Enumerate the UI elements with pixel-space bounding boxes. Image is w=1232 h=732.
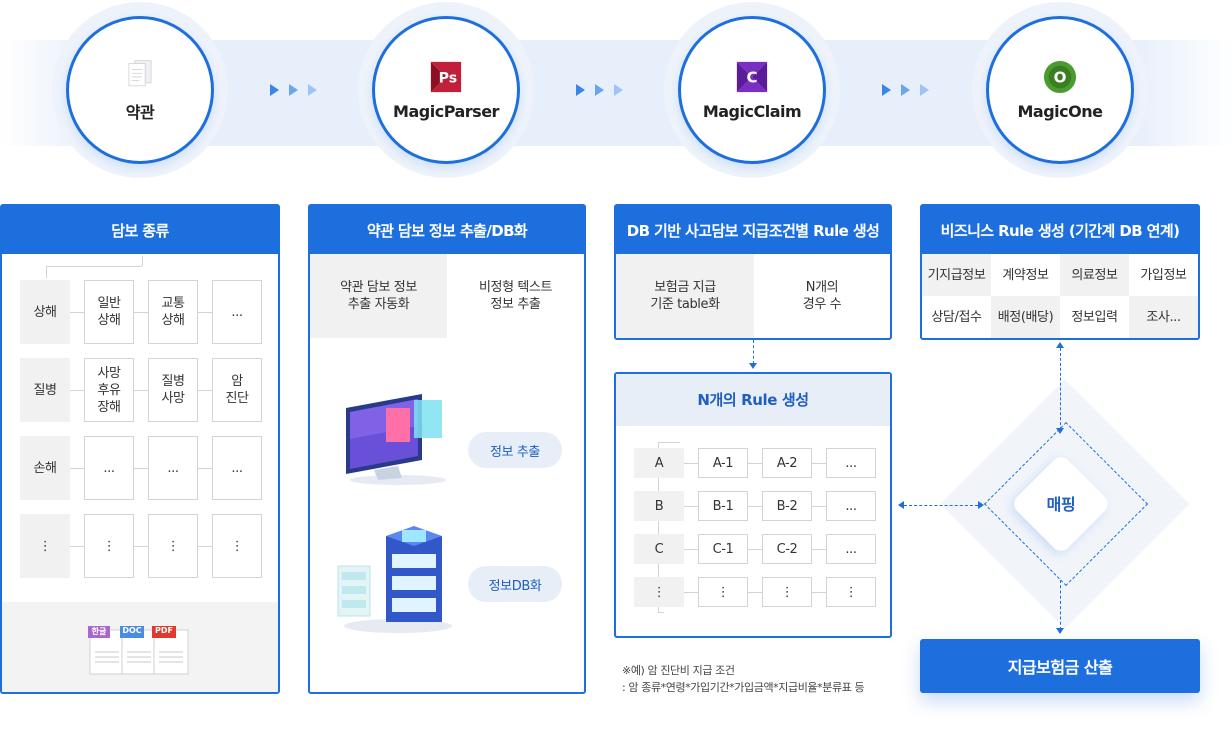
- step-label: MagicOne: [1017, 101, 1103, 121]
- file-badge-pdf: PDF: [155, 626, 173, 635]
- extraction-panel: 약관 담보 정보 추출/DB화 약관 담보 정보 추출 자동화 비정형 텍스트 …: [308, 204, 586, 694]
- rule-cell: A-1: [698, 448, 748, 478]
- mapping-label: 매핑: [1046, 494, 1076, 514]
- biz-cell: 상담/접수: [931, 309, 982, 325]
- note-line-1: ※예) 암 진단비 지급 조건: [622, 664, 735, 677]
- rule-head: C: [634, 534, 684, 564]
- connector-line: [904, 505, 978, 506]
- row-head-disease: 질병: [20, 358, 70, 422]
- coverage-cell: ⋮: [148, 514, 198, 578]
- coverage-cell: 사망 후유 장해: [84, 358, 134, 422]
- coverage-cell: ⋮: [212, 514, 262, 578]
- biz-cell: 의료정보: [1060, 254, 1129, 296]
- magicone-logo-icon: O: [1043, 60, 1077, 94]
- payout-calculation-box: 지급보험금 산출: [920, 639, 1200, 693]
- file-badge-hwp: 한글: [91, 627, 107, 636]
- rule-cell: C-1: [698, 534, 748, 564]
- rule-cell: ...: [826, 534, 876, 564]
- coverage-cell: ...: [212, 280, 262, 344]
- note-line-2: : 암 종류*연령*가입기간*가입금액*지급비율*분류표 등: [622, 681, 865, 694]
- biz-cell: 기지급정보: [922, 254, 991, 296]
- connector-arrow: [1056, 628, 1064, 634]
- panel-title: 약관 담보 정보 추출/DB화: [310, 206, 584, 254]
- step-magicclaim: C MagicClaim: [664, 2, 840, 178]
- file-formats-area: 한글 DOC PDF: [2, 602, 278, 692]
- panel-title: 비즈니스 Rule 생성 (기간계 DB 연계): [922, 206, 1198, 254]
- file-badge-doc: DOC: [122, 626, 142, 635]
- row-head-more: ⋮: [20, 514, 70, 578]
- coverage-cell: 일반 상해: [84, 280, 134, 344]
- magicparser-logo-icon: Ps: [429, 60, 463, 94]
- rule-by-condition-panel: DB 기반 사고담보 지급조건별 Rule 생성 보험금 지급 기준 table…: [614, 204, 892, 340]
- rule-cell: B-2: [762, 491, 812, 521]
- rule-cell: B-1: [698, 491, 748, 521]
- svg-text:O: O: [1054, 68, 1067, 86]
- rule-cell: A-2: [762, 448, 812, 478]
- step-label: 약관: [125, 103, 155, 122]
- server-icon: [337, 526, 452, 633]
- coverage-types-panel: 담보 종류 상해 일반 상해 교통 상해 ... 질병 사망 후유 장해 질병 …: [0, 204, 280, 694]
- flow-arrows: [576, 84, 623, 96]
- panel-title: DB 기반 사고담보 지급조건별 Rule 생성: [616, 206, 890, 254]
- rule-cell: ⋮: [762, 577, 812, 607]
- svg-text:C: C: [746, 68, 757, 86]
- rule-cell: ⋮: [698, 577, 748, 607]
- coverage-cell: ...: [84, 436, 134, 500]
- info-db-pill: 정보DB화: [468, 566, 562, 602]
- connector-line: [1060, 580, 1061, 630]
- biz-cell: 계약정보: [1002, 267, 1049, 283]
- biz-cell: 가입정보: [1140, 267, 1187, 283]
- magicclaim-logo-icon: C: [735, 60, 769, 94]
- connector-arrow: [749, 363, 757, 369]
- connector-line: [1060, 348, 1061, 430]
- biz-cell: 정보입력: [1071, 309, 1118, 325]
- connector-arrow: [898, 501, 904, 509]
- rule-head: ⋮: [634, 577, 684, 607]
- connector-arrow: [1056, 428, 1064, 434]
- rule-head: B: [634, 491, 684, 521]
- tab-payment-table: 보험금 지급 기준 table화: [616, 254, 754, 338]
- file-stack-icon: [88, 626, 189, 675]
- example-note: ※예) 암 진단비 지급 조건 : 암 종류*연령*가입기간*가입금액*지급비율…: [622, 662, 865, 696]
- rule-cell: ⋮: [826, 577, 876, 607]
- monitor-icon: [346, 394, 446, 485]
- document-icon: [123, 57, 157, 91]
- rule-cell: ...: [826, 491, 876, 521]
- info-extract-pill: 정보 추출: [468, 432, 562, 468]
- panel-title: N개의 Rule 생성: [616, 374, 890, 426]
- coverage-cell: ⋮: [84, 514, 134, 578]
- tab-auto-extract: 약관 담보 정보 추출 자동화: [310, 254, 447, 338]
- business-rule-panel: 비즈니스 Rule 생성 (기간계 DB 연계) 기지급정보 계약정보 의료정보…: [920, 204, 1200, 340]
- rule-cell: C-2: [762, 534, 812, 564]
- row-head-injury: 상해: [20, 280, 70, 344]
- step-label: MagicParser: [393, 101, 499, 121]
- n-rules-panel: N개의 Rule 생성 A A-1 A-2 ... B B-1 B-2 ... …: [614, 372, 892, 638]
- panel-title: 담보 종류: [2, 206, 278, 254]
- step-magicone: O MagicOne: [972, 2, 1148, 178]
- coverage-cell: ...: [212, 436, 262, 500]
- biz-cell: 배정(배당): [991, 296, 1060, 338]
- flow-arrows: [882, 84, 929, 96]
- connector-arrow: [978, 501, 984, 509]
- rule-head: A: [634, 448, 684, 478]
- svg-text:Ps: Ps: [439, 70, 458, 86]
- biz-cell: 조사...: [1129, 296, 1198, 338]
- flow-arrows: [270, 84, 317, 96]
- step-terms: 약관: [52, 2, 228, 178]
- coverage-cell: 교통 상해: [148, 280, 198, 344]
- coverage-cell: ...: [148, 436, 198, 500]
- connector-line: [753, 340, 754, 364]
- coverage-cell: 암 진단: [212, 358, 262, 422]
- step-label: MagicClaim: [702, 101, 802, 121]
- rule-cell: ...: [826, 448, 876, 478]
- connector-arrow: [1056, 342, 1064, 348]
- tab-n-cases: N개의 경우 수: [802, 280, 842, 312]
- row-head-damage: 손해: [20, 436, 70, 500]
- step-magicparser: Ps MagicParser: [358, 2, 534, 178]
- tab-unstructured-text: 비정형 텍스트 정보 추출: [478, 280, 553, 312]
- coverage-cell: 질병 사망: [148, 358, 198, 422]
